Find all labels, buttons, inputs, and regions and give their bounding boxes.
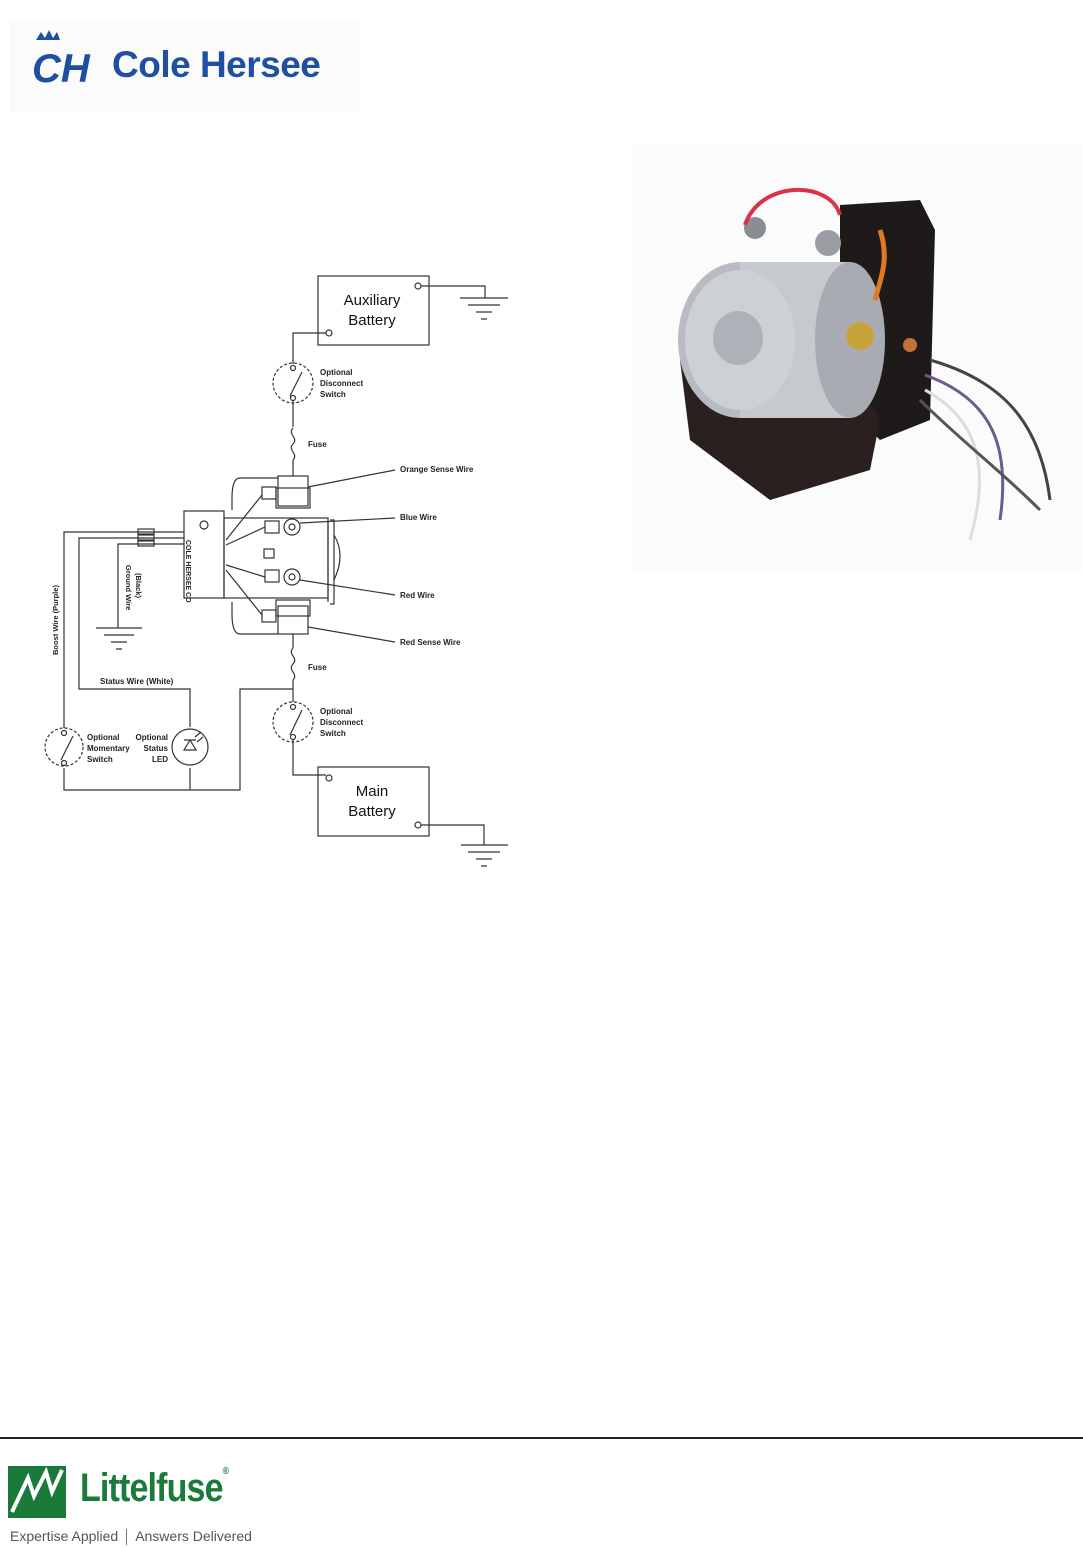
- svg-text:Ground Wire: Ground Wire: [124, 565, 133, 610]
- littelfuse-wordmark: Littelfuse®: [80, 1466, 229, 1510]
- ground-symbol-icon: [460, 297, 508, 320]
- footer-divider: [0, 1437, 1083, 1439]
- svg-text:Disconnect: Disconnect: [320, 718, 363, 727]
- svg-text:Red Wire: Red Wire: [400, 591, 435, 600]
- svg-text:Optional: Optional: [136, 733, 168, 742]
- svg-text:(Black): (Black): [134, 573, 143, 599]
- fuse-icon: [290, 647, 296, 681]
- svg-text:Orange Sense Wire: Orange Sense Wire: [400, 465, 474, 474]
- aux-battery-label: Auxiliary: [344, 292, 401, 309]
- svg-text:Disconnect: Disconnect: [320, 379, 363, 388]
- fuse-icon: [290, 427, 296, 461]
- aux-battery-label: Battery: [348, 312, 396, 329]
- svg-text:Momentary: Momentary: [87, 744, 130, 753]
- svg-text:CH: CH: [32, 47, 91, 91]
- svg-text:Optional: Optional: [87, 733, 119, 742]
- cole-hersee-wordmark: Cole Hersee: [112, 44, 321, 85]
- svg-text:LED: LED: [152, 755, 168, 764]
- svg-text:Status: Status: [144, 744, 169, 753]
- ground-symbol-icon: [96, 627, 142, 650]
- svg-text:Optional: Optional: [320, 368, 352, 377]
- disconnect-switch-icon: [272, 701, 314, 743]
- cole-hersee-logo: CH Cole Hersee: [10, 20, 360, 112]
- svg-text:COLE HERSEE CO: COLE HERSEE CO: [184, 540, 191, 603]
- littelfuse-mark-icon: [8, 1466, 66, 1518]
- svg-text:Switch: Switch: [320, 390, 346, 399]
- svg-text:Fuse: Fuse: [308, 440, 327, 449]
- svg-text:Boost Wire (Purple): Boost Wire (Purple): [51, 585, 60, 655]
- svg-text:Status Wire (White): Status Wire (White): [100, 677, 174, 686]
- svg-text:Blue Wire: Blue Wire: [400, 513, 437, 522]
- svg-text:Switch: Switch: [320, 729, 346, 738]
- svg-text:Optional: Optional: [320, 707, 352, 716]
- ground-symbol-icon: [461, 844, 508, 867]
- svg-text:Switch: Switch: [87, 755, 113, 764]
- wiring-diagram: Auxiliary Battery Optional Disconnect Sw…: [44, 145, 1082, 867]
- momentary-switch-icon: [44, 727, 84, 767]
- main-battery-label: Main: [356, 783, 389, 800]
- auxiliary-battery-box: [317, 275, 430, 346]
- ch-crown-mark-icon: CH: [32, 30, 91, 91]
- product-photo: [632, 145, 1082, 570]
- disconnect-switch-icon: [272, 362, 314, 404]
- main-battery-label: Battery: [348, 803, 396, 820]
- status-led-icon: [171, 728, 209, 766]
- solenoid-device: COLE HERSEE CO: [183, 475, 341, 635]
- main-battery-box: [317, 766, 430, 837]
- svg-text:Red Sense Wire: Red Sense Wire: [400, 638, 461, 647]
- svg-text:Fuse: Fuse: [308, 663, 327, 672]
